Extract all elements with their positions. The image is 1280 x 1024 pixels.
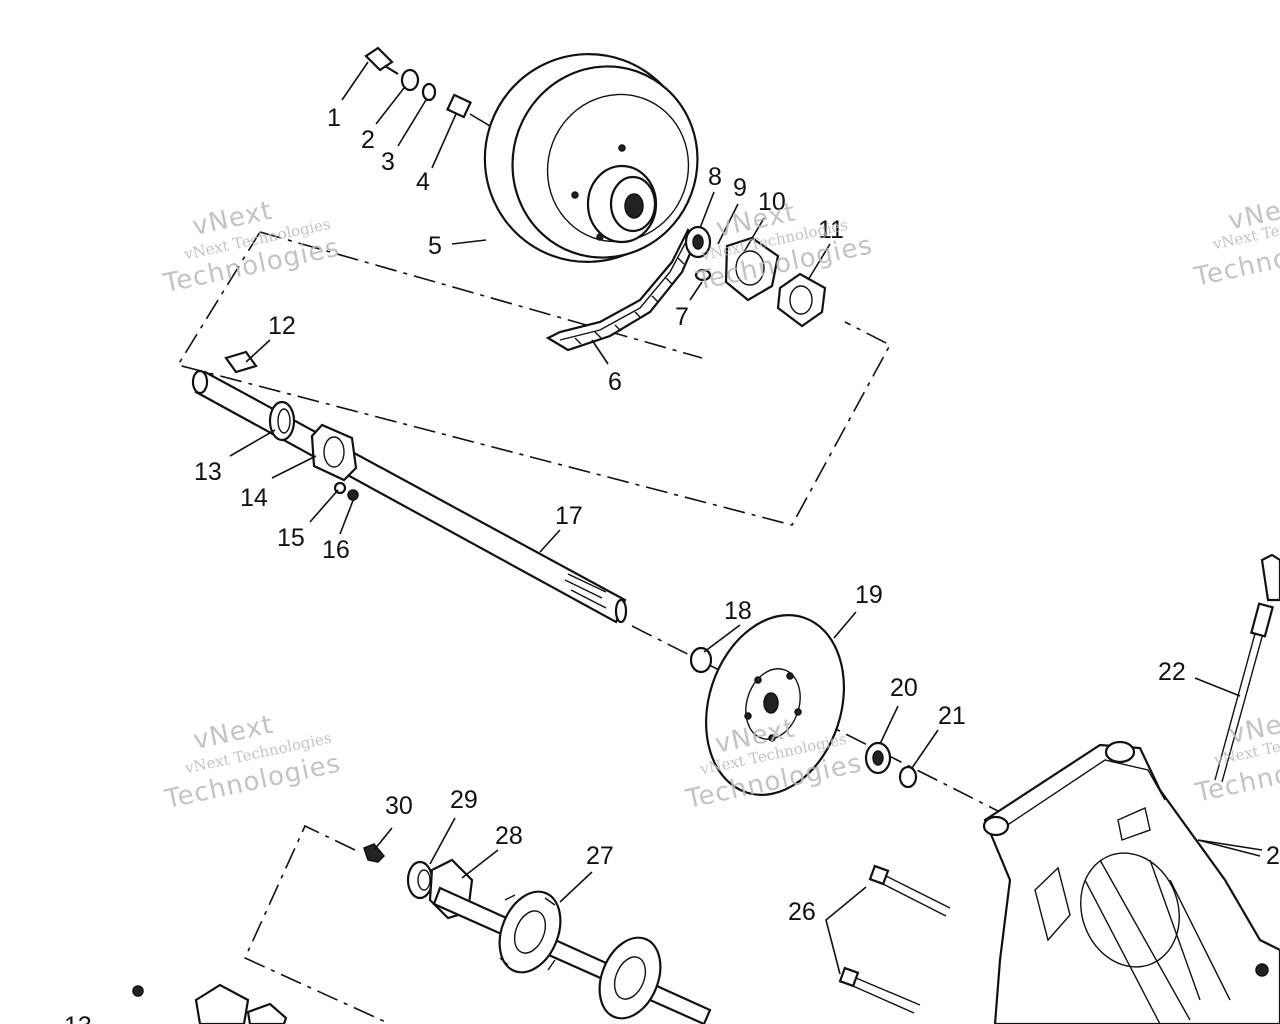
callout-29: 29 [450, 786, 478, 814]
callout-8: 8 [708, 163, 722, 191]
callout-10: 10 [758, 188, 786, 216]
callout-16: 16 [322, 536, 350, 564]
part-12-key [224, 350, 258, 374]
part-21-ring [898, 765, 918, 789]
part-17-shaft [191, 369, 628, 624]
part-29-bearing [406, 860, 434, 900]
callout-4: 4 [416, 168, 430, 196]
callout-19: 19 [855, 581, 883, 609]
callout-1: 1 [327, 104, 341, 132]
callout-7: 7 [675, 303, 689, 331]
callout-28: 28 [495, 822, 523, 850]
callout-13: 13 [194, 458, 222, 486]
callout-26: 26 [788, 898, 816, 926]
callout-6: 6 [608, 368, 622, 396]
callout-labels: 1 2 3 4 5 6 7 8 9 10 11 12 13 14 15 16 1… [64, 104, 1280, 1024]
callout-2: 2 [361, 126, 375, 154]
part-26-bolt-upper [868, 864, 951, 917]
callout-5: 5 [428, 232, 442, 260]
part-7-ring [694, 268, 712, 282]
callout-17: 17 [555, 502, 583, 530]
callout-3: 3 [381, 148, 395, 176]
callout-edge: 13 [64, 1012, 92, 1024]
part-3-washer [421, 82, 437, 102]
part-4-spacer [446, 93, 472, 119]
part-26-bolt-lower [838, 966, 921, 1014]
callout-21: 21 [938, 702, 966, 730]
watermark-top-center: vNext Technologies vNext Technologies [693, 197, 875, 297]
part-27-drive-shaft [432, 886, 712, 1024]
callout-20: 20 [890, 674, 918, 702]
callout-11: 11 [818, 216, 844, 244]
part-30-fitting [363, 843, 386, 863]
axis-line-upper [259, 231, 703, 359]
callout-18: 18 [724, 597, 752, 625]
part-13-bearing [268, 400, 296, 442]
callout-23: 2 [1266, 842, 1280, 870]
watermark-bottom-right: vNext Technologies vNext Technologies [1192, 704, 1280, 809]
chaincase-housing [982, 740, 1280, 1024]
part-2-washer [400, 68, 420, 92]
watermark-bottom-left: vNext Technologies vNext Technologies [161, 710, 343, 816]
callout-15: 15 [277, 524, 305, 552]
part-22-cable [1214, 553, 1280, 783]
part-1-bolt [364, 46, 399, 75]
watermark-top-left: vNext Technologies vNext Technologies [160, 196, 342, 300]
lower-assembly-outline [243, 824, 391, 1024]
part-18-ring [689, 646, 713, 674]
callout-30: 30 [385, 792, 413, 820]
callout-27: 27 [586, 842, 614, 870]
callout-14: 14 [240, 484, 268, 512]
part-14-flange [310, 423, 358, 482]
upper-assembly-outline [176, 231, 892, 526]
part-19-disc [704, 614, 846, 796]
part-5-pulley [483, 53, 699, 263]
bottom-left-flange [132, 983, 288, 1024]
callout-12: 12 [268, 312, 296, 340]
callout-22: 22 [1158, 658, 1186, 686]
leader-lines [229, 61, 1263, 975]
part-11-retainer [776, 272, 827, 328]
callout-9: 9 [733, 174, 747, 202]
watermark-top-right: vNext Technologies vNext Technologies [1191, 190, 1280, 293]
